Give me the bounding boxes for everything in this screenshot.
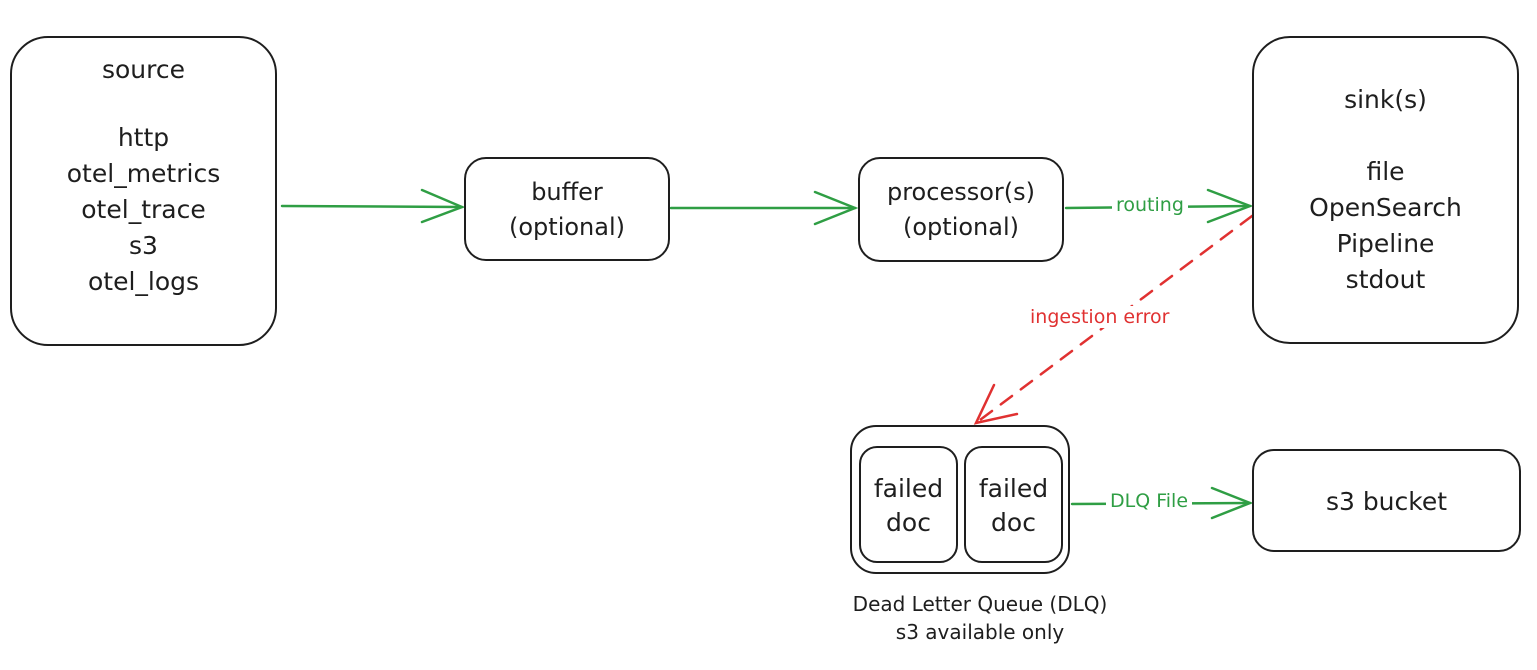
source-item-s3: s3: [129, 231, 158, 260]
source-item-http: http: [117, 123, 170, 152]
source-node[interactable]: source http otel_metrics otel_trace s3 o…: [10, 36, 277, 346]
s3-bucket-label: s3 bucket: [1325, 487, 1448, 516]
sink-item-opensearch: OpenSearch: [1309, 193, 1462, 222]
failed-doc-1-line-1: failed: [873, 474, 944, 503]
processor-optional: (optional): [903, 213, 1019, 241]
failed-doc-2-line-2: doc: [991, 508, 1036, 537]
failed-doc-1-line-2: doc: [886, 508, 931, 537]
source-title: source: [101, 55, 186, 84]
edge-label-ingestion-error: ingestion error: [1026, 306, 1174, 328]
sink-item-pipeline: Pipeline: [1336, 229, 1435, 258]
dlq-node[interactable]: failed doc failed doc: [850, 425, 1070, 574]
failed-doc-1[interactable]: failed doc: [859, 446, 958, 563]
arrow-buffer-to-processor: [669, 190, 859, 226]
arrow-source-to-buffer: [280, 188, 466, 224]
dlq-caption-note: s3 available only: [895, 620, 1065, 644]
arrow-ingestion-error: [973, 214, 1254, 425]
buffer-node[interactable]: buffer (optional): [464, 157, 670, 261]
processor-node[interactable]: processor(s) (optional): [858, 157, 1064, 262]
buffer-optional: (optional): [509, 213, 625, 241]
sink-title: sink(s): [1344, 85, 1427, 114]
sink-item-file: file: [1366, 157, 1405, 186]
source-item-otel-metrics: otel_metrics: [66, 159, 221, 188]
processor-title: processor(s): [886, 178, 1035, 206]
failed-doc-2[interactable]: failed doc: [964, 446, 1063, 563]
sink-item-stdout: stdout: [1345, 265, 1426, 294]
edge-label-routing: routing: [1112, 194, 1188, 216]
source-item-otel-logs: otel_logs: [87, 267, 200, 296]
edge-label-dlq-file: DLQ File: [1106, 490, 1193, 512]
failed-doc-2-line-1: failed: [978, 474, 1049, 503]
dlq-caption: Dead Letter Queue (DLQ) s3 available onl…: [790, 590, 1170, 646]
dlq-caption-title: Dead Letter Queue (DLQ): [852, 592, 1108, 616]
source-item-otel-trace: otel_trace: [81, 195, 206, 224]
sink-node[interactable]: sink(s) file OpenSearch Pipeline stdout: [1252, 36, 1519, 344]
s3-bucket-node[interactable]: s3 bucket: [1252, 449, 1521, 552]
buffer-title: buffer: [531, 178, 603, 206]
